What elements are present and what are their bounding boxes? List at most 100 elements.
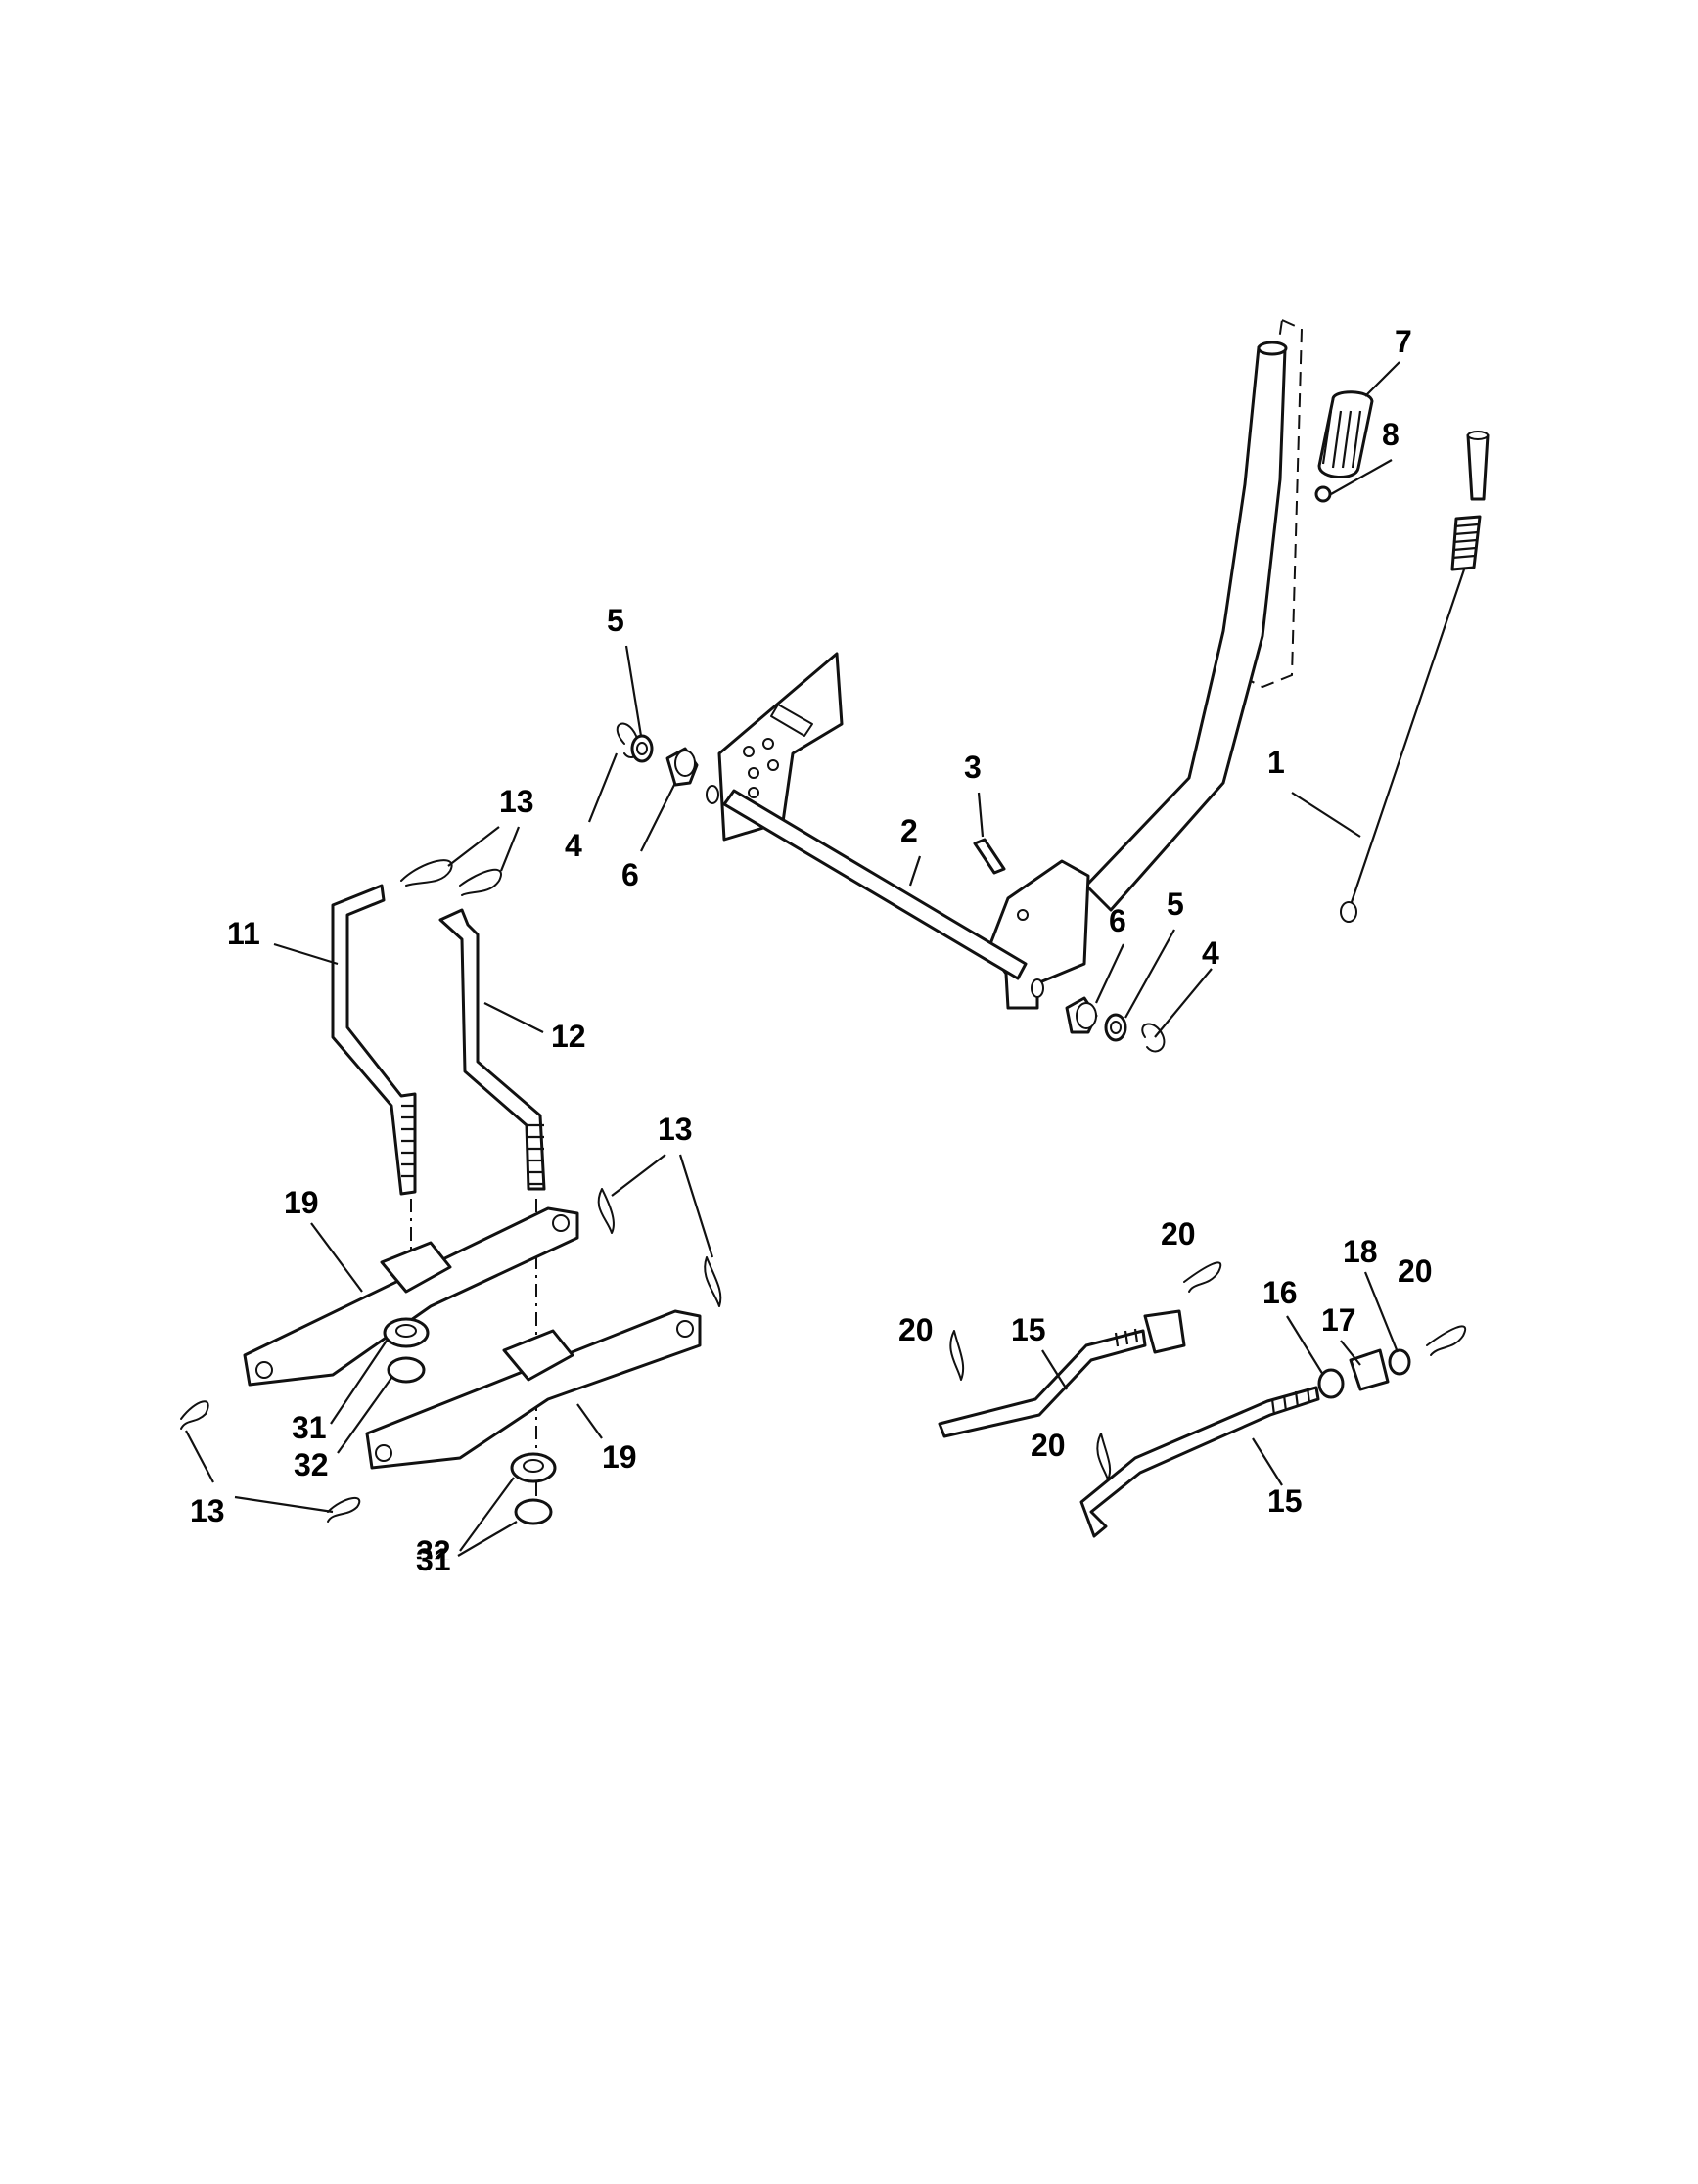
adjust-block-upper bbox=[1143, 1309, 1186, 1354]
lift-arm-upper-boss bbox=[380, 1241, 452, 1294]
leader-6b bbox=[1095, 943, 1124, 1004]
hairpin-clip-lower-2 bbox=[327, 1496, 361, 1523]
lift-arm-upper-hole bbox=[255, 1361, 273, 1379]
callout-20b: 20 bbox=[1398, 1253, 1433, 1289]
hairpin-clip-20-b bbox=[949, 1330, 965, 1381]
plate-hole bbox=[743, 746, 755, 757]
retaining-clip-right bbox=[1141, 1023, 1166, 1053]
plate-hole bbox=[748, 787, 759, 798]
shaft-end-left bbox=[706, 785, 719, 804]
callout-13b: 13 bbox=[658, 1112, 693, 1147]
callout-12: 12 bbox=[551, 1019, 586, 1054]
nut-16 bbox=[1317, 1368, 1345, 1399]
hairpin-clip-20-a bbox=[1183, 1261, 1222, 1293]
callout-6b: 6 bbox=[1109, 903, 1126, 938]
leader-15a bbox=[1041, 1349, 1068, 1390]
lift-shaft bbox=[722, 789, 1028, 980]
plate-hole bbox=[748, 767, 759, 779]
callout-8: 8 bbox=[1382, 417, 1400, 452]
adjust-rod-lower-thread bbox=[1270, 1387, 1311, 1416]
hairpin-clip-20-d bbox=[1426, 1325, 1467, 1356]
lift-link-left bbox=[331, 884, 417, 1196]
callout-19b: 19 bbox=[602, 1439, 637, 1475]
callout-5b: 5 bbox=[1167, 887, 1184, 922]
callout-5a: 5 bbox=[607, 603, 624, 638]
leader-31a bbox=[330, 1340, 388, 1425]
leader-1 bbox=[1291, 792, 1361, 838]
washer-right-hole bbox=[1110, 1021, 1122, 1034]
lift-handle-tube-end bbox=[1257, 341, 1288, 356]
callout-13a: 13 bbox=[499, 784, 534, 819]
adjust-rod-upper-thread bbox=[1114, 1328, 1139, 1347]
callout-19a: 19 bbox=[284, 1185, 319, 1220]
lift-link-right bbox=[438, 908, 546, 1191]
callout-31b: 31 bbox=[416, 1542, 451, 1577]
leader-4b bbox=[1154, 968, 1213, 1038]
spring-rod bbox=[1349, 569, 1466, 906]
leader-6a bbox=[640, 782, 676, 852]
callout-6a: 6 bbox=[621, 857, 639, 892]
leader-17 bbox=[1340, 1340, 1361, 1366]
callout-3: 3 bbox=[964, 750, 982, 785]
callout-31a: 31 bbox=[292, 1410, 327, 1445]
hairpin-clip-lower-1 bbox=[180, 1400, 209, 1430]
bushing-31-upper-hole bbox=[395, 1324, 417, 1338]
callout-13c: 13 bbox=[190, 1493, 225, 1528]
leader-19b bbox=[576, 1403, 603, 1439]
lift-arm-lower-hole bbox=[375, 1444, 392, 1462]
callout-11: 11 bbox=[227, 916, 260, 951]
callout-4b: 4 bbox=[1202, 935, 1219, 971]
lift-handle bbox=[1084, 345, 1287, 912]
leader-2 bbox=[908, 855, 922, 887]
nut-32-upper bbox=[387, 1356, 426, 1384]
callout-20c: 20 bbox=[898, 1312, 934, 1347]
leader-19a bbox=[310, 1222, 363, 1293]
callout-2: 2 bbox=[900, 813, 918, 848]
leader-11 bbox=[273, 942, 339, 966]
washer-18 bbox=[1388, 1348, 1411, 1376]
washer-left-hole bbox=[636, 742, 648, 755]
hairpin-clip-mid-1 bbox=[597, 1188, 615, 1234]
lift-arm-lower bbox=[365, 1309, 702, 1470]
callout-4a: 4 bbox=[565, 828, 582, 863]
bracket-hole bbox=[1017, 909, 1029, 921]
leader-5a bbox=[624, 645, 643, 737]
leader-32b bbox=[457, 1521, 518, 1557]
leader-31b bbox=[459, 1477, 515, 1552]
roll-pin bbox=[973, 838, 1006, 875]
spring-rod-top-end bbox=[1467, 431, 1489, 440]
nut-32-lower bbox=[514, 1498, 553, 1525]
lift-arm-lower-hole bbox=[676, 1320, 694, 1338]
leader-12 bbox=[483, 1002, 544, 1033]
lift-arm-upper bbox=[243, 1206, 579, 1387]
adjust-rod-upper bbox=[938, 1329, 1147, 1438]
callout-7: 7 bbox=[1395, 324, 1412, 359]
adjust-rod-lower bbox=[1079, 1386, 1320, 1538]
leader-15b bbox=[1252, 1437, 1283, 1486]
hairpin-clip-mid-2 bbox=[704, 1256, 722, 1307]
spring-rod-top bbox=[1466, 433, 1490, 501]
plate-hole bbox=[762, 738, 774, 750]
leader-13c bbox=[185, 1430, 334, 1514]
bushing-left-face bbox=[674, 750, 696, 777]
hairpin-clip-upper-1 bbox=[400, 859, 453, 887]
callout-20a: 20 bbox=[1161, 1216, 1196, 1251]
leader-18 bbox=[1363, 1271, 1400, 1353]
callout-20d: 20 bbox=[1031, 1428, 1066, 1463]
callout-17: 17 bbox=[1321, 1302, 1356, 1338]
leader-8 bbox=[1330, 459, 1393, 495]
leader-4a bbox=[587, 752, 619, 823]
leader-16 bbox=[1286, 1315, 1324, 1376]
bushing-31-lower-hole bbox=[523, 1459, 544, 1473]
lift-arm-lower-boss bbox=[502, 1329, 574, 1382]
leader-5b bbox=[1124, 929, 1175, 1019]
leader-32a bbox=[337, 1377, 392, 1454]
block-17 bbox=[1349, 1348, 1390, 1391]
callout-15a: 15 bbox=[1011, 1312, 1046, 1347]
callout-15b: 15 bbox=[1267, 1483, 1303, 1519]
spring-coils bbox=[1451, 523, 1479, 560]
hairpin-clip-20-c bbox=[1096, 1433, 1112, 1480]
spring-rod-end bbox=[1340, 901, 1357, 923]
lift-arm-upper-hole bbox=[552, 1214, 570, 1232]
plate-hole bbox=[767, 759, 779, 771]
